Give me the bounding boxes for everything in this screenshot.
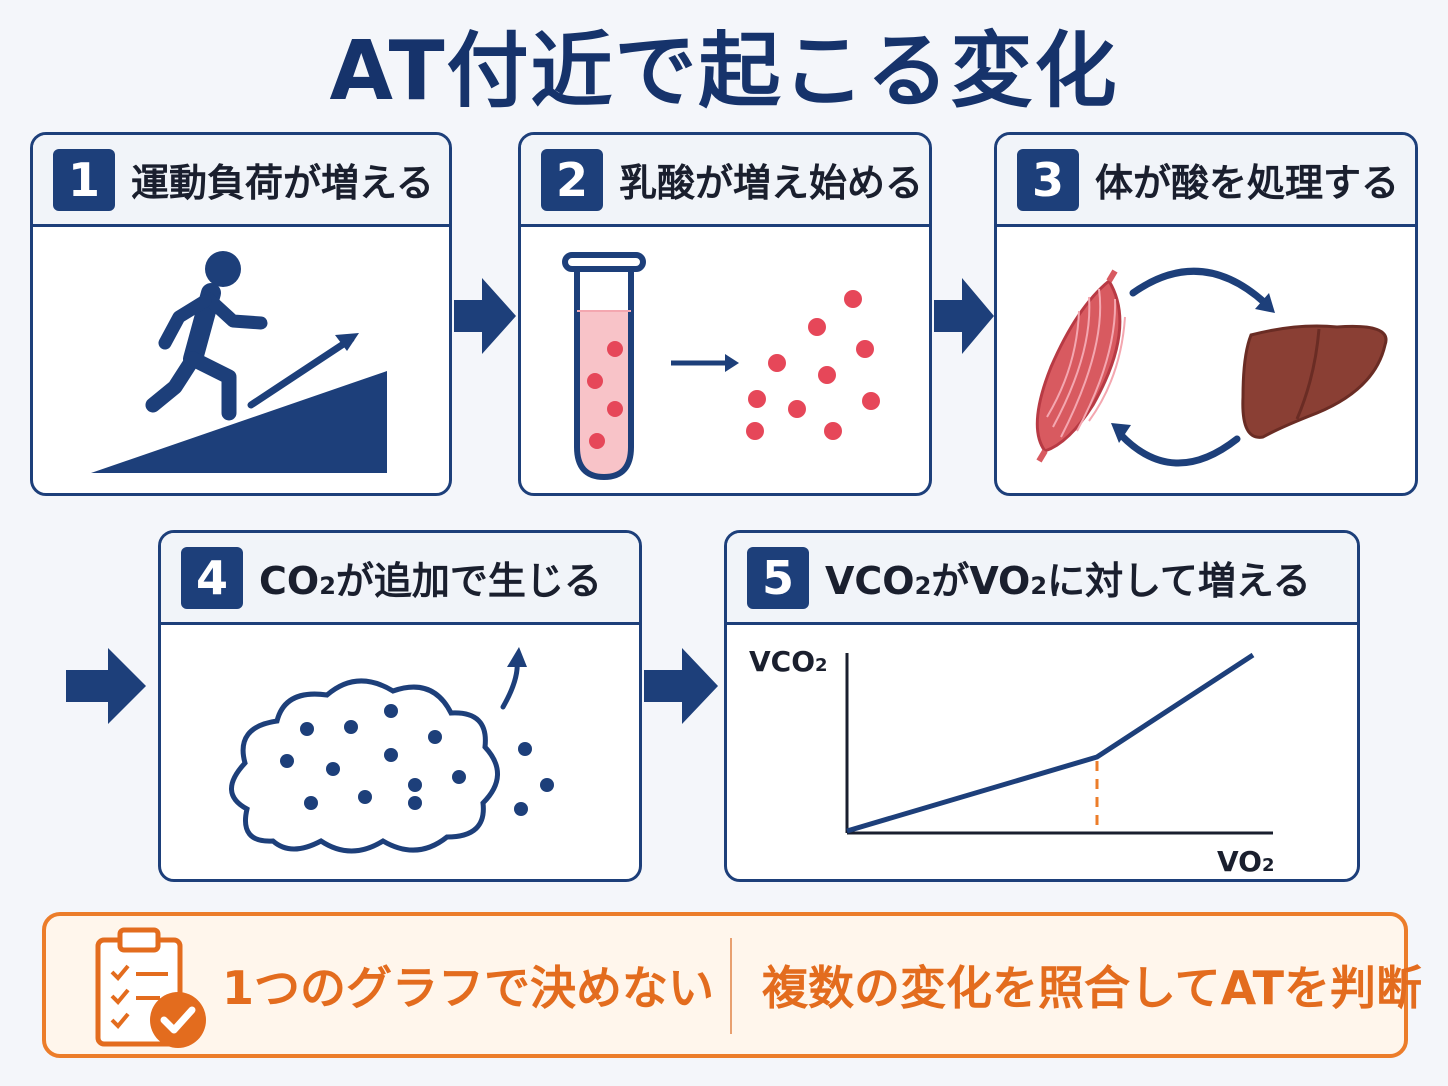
panel-illustration [997, 227, 1415, 493]
panel-title: 乳酸が増え始める [619, 161, 924, 205]
step-number-badge: 1 [53, 148, 115, 211]
panel-title: CO2が追加で生じる [259, 559, 602, 603]
lactate-particles [746, 290, 880, 440]
arrow-right-icon [454, 278, 516, 354]
panel-illustration [33, 227, 449, 493]
arrow-right-icon [66, 648, 146, 724]
vco2-vo2-graph [845, 652, 1273, 835]
arrow-right-icon [644, 648, 718, 724]
step-number-badge: 3 [1017, 148, 1079, 211]
panel-header: 4 CO2が追加で生じる [161, 533, 639, 625]
panel-header: 1 運動負荷が増える [33, 135, 449, 227]
panel-illustration [161, 625, 639, 879]
liver-icon [1241, 324, 1388, 439]
muscle-icon [1035, 269, 1126, 463]
graph-area: VCO2 VO2 [727, 625, 1357, 879]
step-number-badge: 4 [181, 546, 243, 609]
panel-exercise-load: 1 運動負荷が増える [30, 132, 452, 496]
co2-molecules [280, 704, 554, 816]
banner-left-text: 1つのグラフで決めない [222, 961, 715, 1015]
panel-header: 2 乳酸が増え始める [521, 135, 929, 227]
banner-right-text: 複数の変化を照合してATを判断 [762, 961, 1423, 1015]
panel-header: 3 体が酸を処理する [997, 135, 1415, 227]
running-uphill-icon [91, 251, 387, 473]
panel-title: VCO2がVO2に対して増える [825, 559, 1311, 603]
panel-title: 体が酸を処理する [1095, 161, 1400, 205]
y-axis-label: VCO2 [749, 645, 828, 678]
arrow-right-icon [934, 278, 994, 354]
panel-illustration [521, 227, 929, 493]
x-axis-label: VO2 [1217, 845, 1275, 878]
panel-header: 5 VCO2がVO2に対して増える [727, 533, 1357, 625]
muscle-liver-cycle-icon [1035, 267, 1388, 467]
summary-banner: 1つのグラフで決めない 複数の変化を照合してATを判断 [42, 912, 1422, 1058]
page-title: AT付近で起こる変化 [329, 24, 1119, 119]
banner-divider [730, 938, 732, 1034]
panel-co2-production: 4 CO2が追加で生じる [158, 530, 642, 882]
step-number-badge: 5 [747, 546, 809, 609]
test-tube-icon [562, 252, 880, 481]
vco2-line [846, 652, 1255, 834]
panel-vco2-vs-vo2: 5 VCO2がVO2に対して増える VCO2 VO2 [724, 530, 1360, 882]
co2-cloud-icon [229, 647, 554, 854]
panel-title: 運動負荷が増える [131, 161, 434, 205]
panel-lactate-increase: 2 乳酸が増え始める [518, 132, 932, 496]
clipboard-check-icon [95, 927, 206, 1048]
step-number-badge: 2 [541, 148, 603, 211]
panel-acid-processing: 3 体が酸を処理する [994, 132, 1418, 496]
